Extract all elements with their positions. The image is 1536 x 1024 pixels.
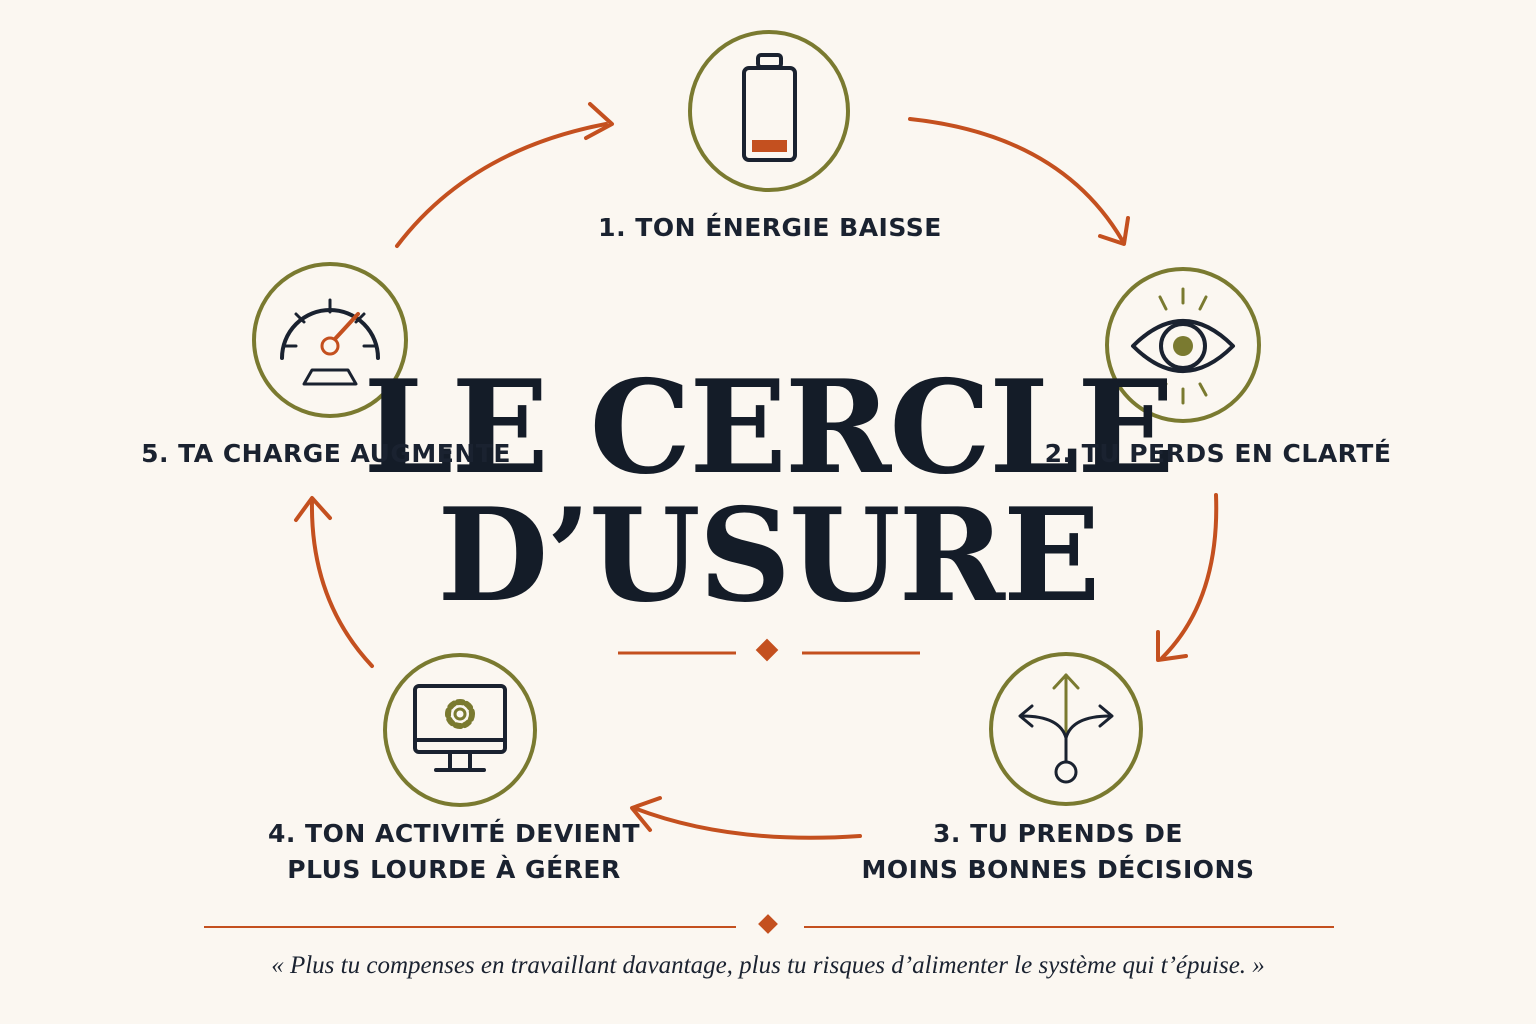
arrow-1-to-2 — [908, 117, 1124, 242]
branching-arrows-icon — [1018, 673, 1114, 784]
title-line-2: D’USURE — [437, 481, 1100, 631]
step-4-label-line-1: 4. TON ACTIVITÉ DEVIENT — [267, 819, 641, 848]
eye-icon — [1131, 287, 1235, 405]
step-3-label-line-2: MOINS BONNES DÉCISIONS — [861, 855, 1255, 884]
step-3-label: 3. TU PRENDS DE MOINS BONNES DÉCISIONS — [862, 816, 1255, 888]
footer-quote: « Plus tu compenses en travaillant davan… — [271, 952, 1265, 979]
title-divider — [618, 638, 920, 662]
monitor-gear-icon — [413, 684, 507, 772]
step-4-label: 4. TON ACTIVITÉ DEVIENT PLUS LOURDE À GÉ… — [268, 816, 640, 888]
gauge-icon — [280, 298, 380, 386]
arrow-4-to-5 — [309, 498, 374, 668]
step-2-label-line-1: 2. TU PERDS EN CLARTÉ — [1044, 439, 1392, 468]
arrow-2-to-3 — [1160, 493, 1219, 660]
battery-low-icon — [742, 53, 797, 162]
step-3-label-line-1: 3. TU PRENDS DE — [932, 819, 1184, 848]
title-line-1: LE CERCLE — [363, 353, 1174, 503]
arrow-5-to-1 — [395, 122, 608, 248]
arrow-3-to-4 — [632, 806, 862, 840]
footer-divider — [204, 914, 1334, 934]
step-5-label: 5. TA CHARGE AUGMENTE — [141, 436, 511, 472]
step-1-label-line-1: 1. TON ÉNERGIE BAISSE — [598, 213, 942, 242]
step-5-label-line-1: 5. TA CHARGE AUGMENTE — [141, 439, 511, 468]
step-1-label: 1. TON ÉNERGIE BAISSE — [598, 210, 942, 246]
step-2-label: 2. TU PERDS EN CLARTÉ — [1045, 436, 1392, 472]
step-4-label-line-2: PLUS LOURDE À GÉRER — [287, 855, 621, 884]
